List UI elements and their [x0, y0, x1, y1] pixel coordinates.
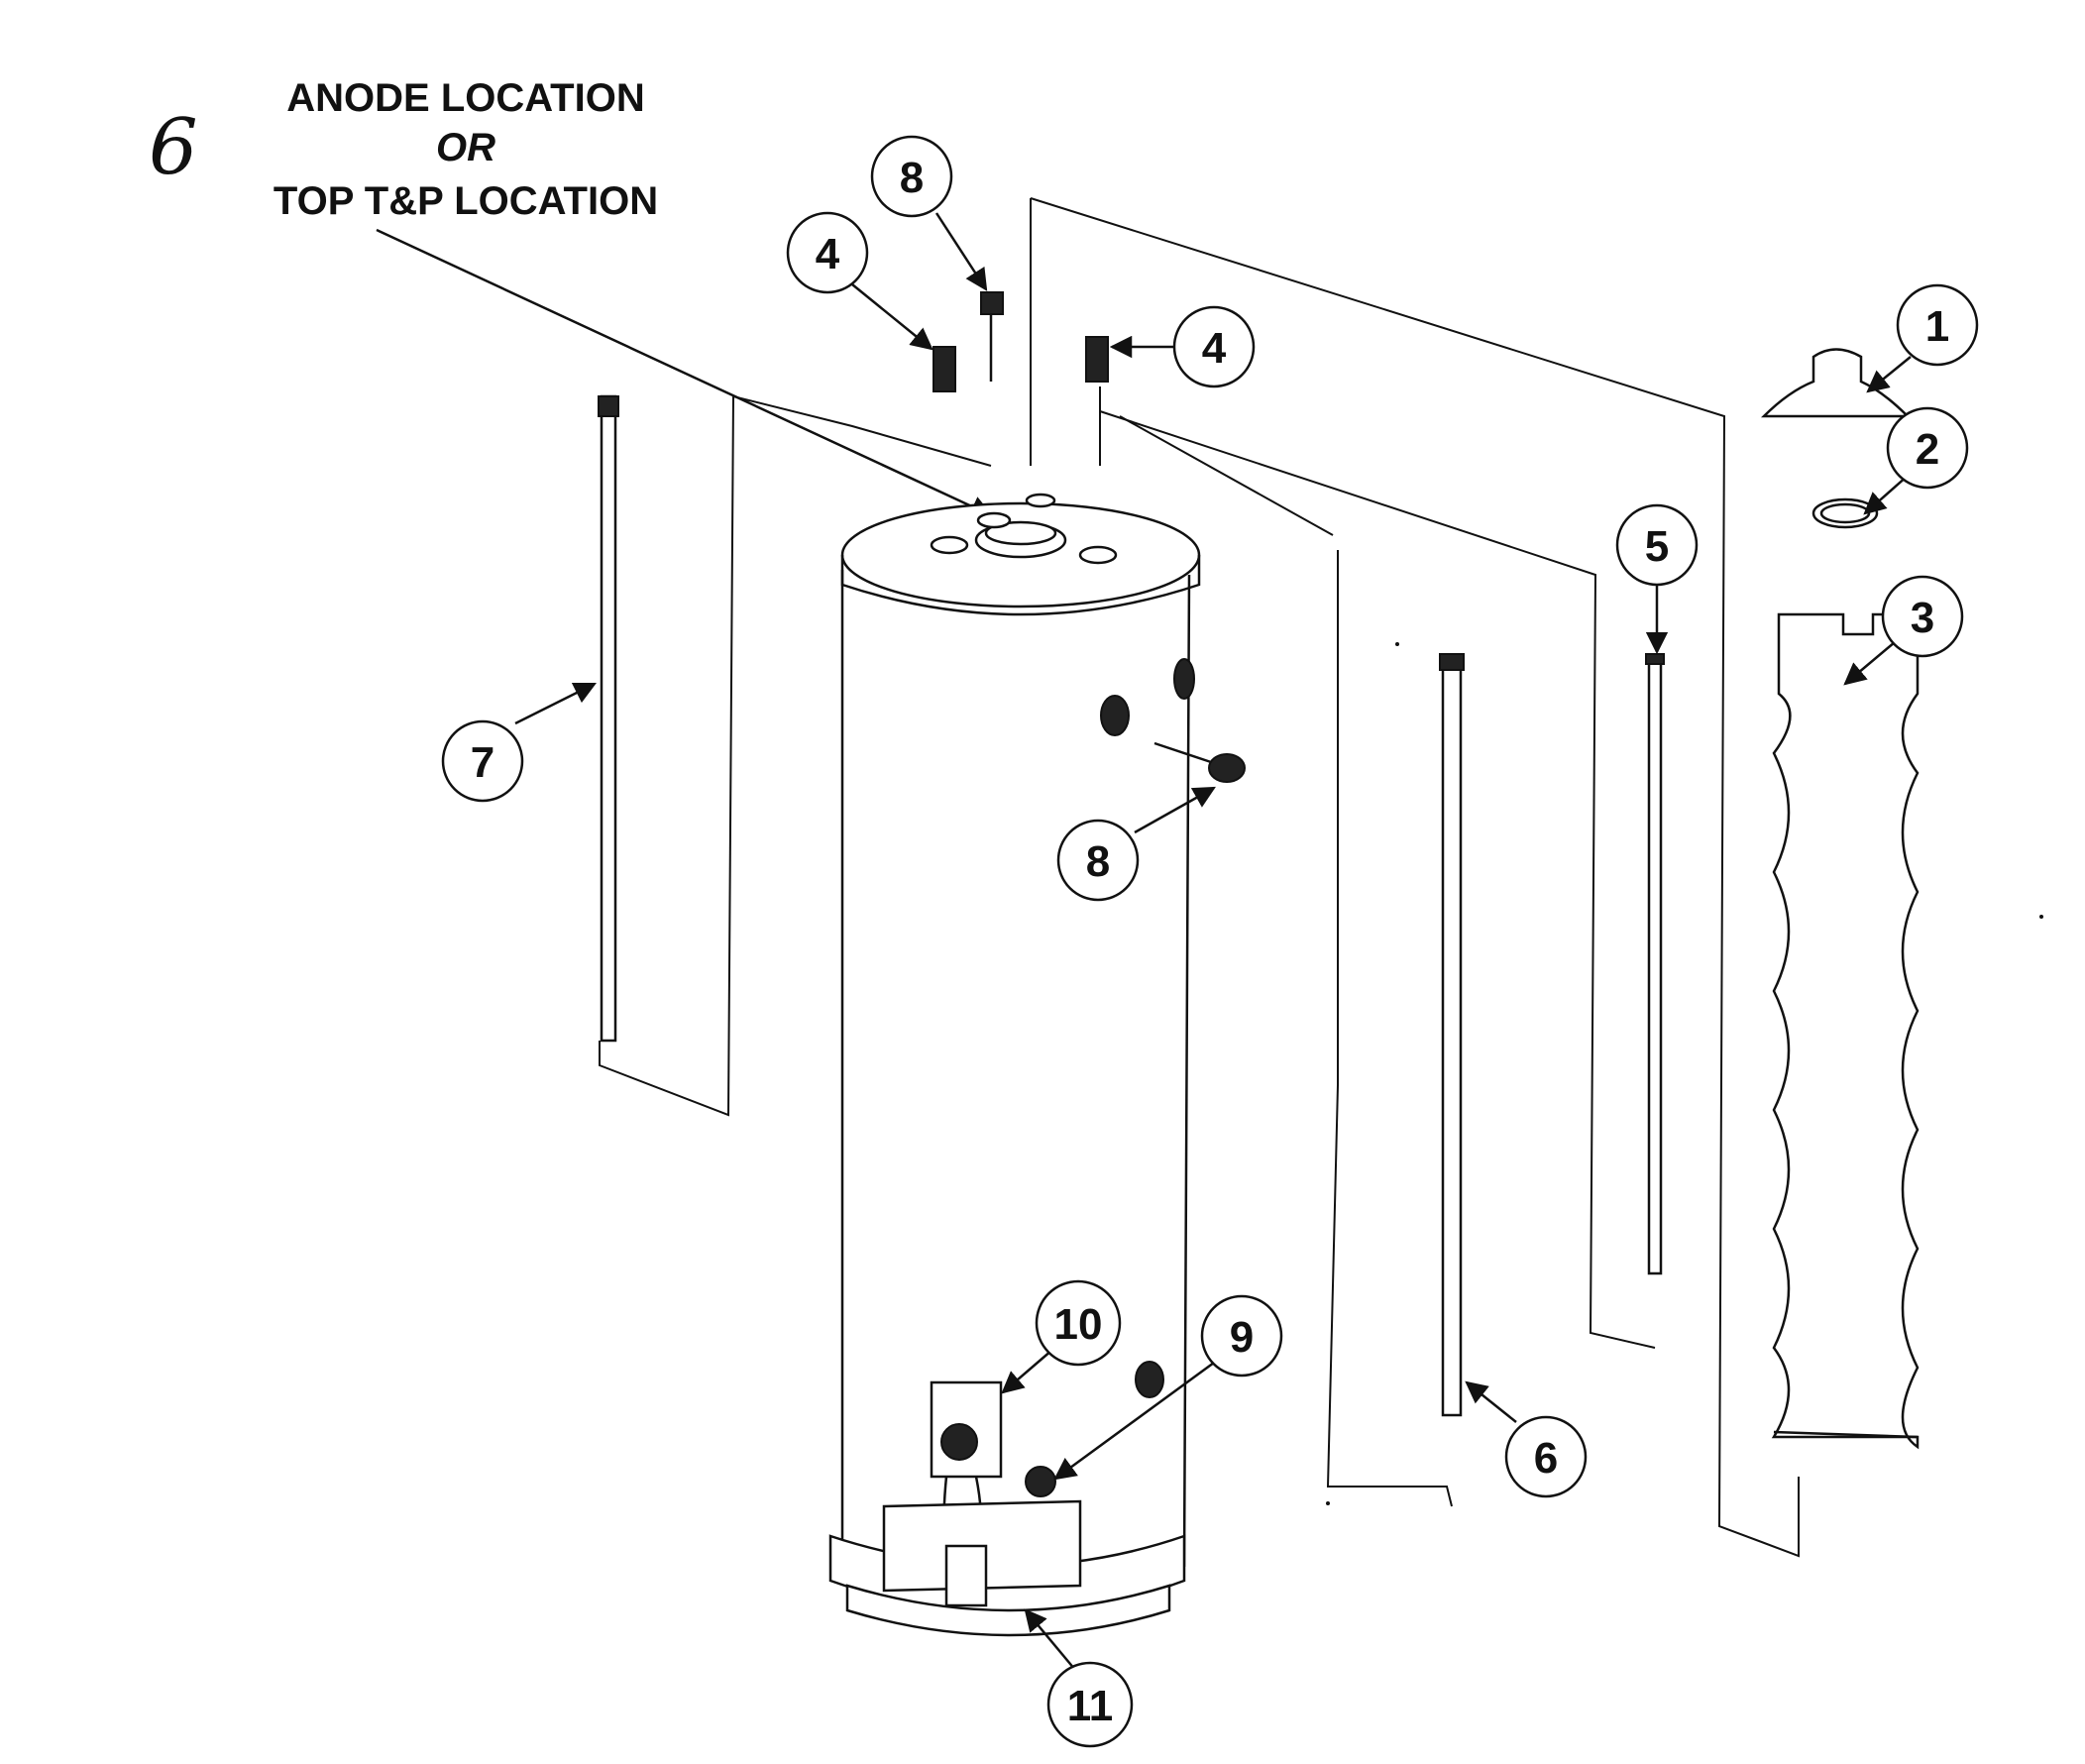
callout-5: 5: [1615, 503, 1699, 655]
callout-7: 7: [441, 682, 598, 803]
side-tp-probe: [1153, 741, 1215, 765]
control-knob: [940, 1423, 978, 1461]
callout-7-label: 7: [471, 738, 494, 787]
callout-11: 11: [1024, 1608, 1134, 1748]
note-line-1: ANODE LOCATION: [286, 76, 644, 120]
callout-3-bubble: [1881, 575, 1964, 658]
scan-dot: [1395, 642, 1399, 646]
note-callout-number: 6: [149, 103, 198, 192]
dip-tube-5-head: [1645, 653, 1665, 665]
tank-body: [840, 570, 1191, 1598]
anode-rod-6: [1441, 660, 1463, 1417]
callout-4-right-bubble: [1172, 305, 1256, 388]
flue-baffle-3: [1771, 612, 1920, 1450]
flue-collar-1: [1760, 348, 1912, 418]
callout-8-top-bubble: [870, 135, 953, 218]
callout-7-bubble: [441, 719, 524, 803]
callout-4-right: 4: [1109, 305, 1256, 388]
note-leader-line: [376, 228, 994, 517]
callout-3: 3: [1843, 575, 1964, 686]
guide-line-upper-left: [1119, 415, 1334, 536]
callout-9-leader: [1053, 1361, 1215, 1481]
callout-2-leader: [1863, 475, 1909, 515]
hot-outlet-port: [1078, 545, 1118, 565]
callout-4-left-bubble: [786, 211, 869, 294]
manifold-pipe: [944, 1544, 988, 1607]
callout-6-leader: [1465, 1380, 1517, 1423]
callout-10-label: 10: [1054, 1300, 1103, 1349]
tank-base-ring: [845, 1584, 1171, 1637]
side-fitting-edge: [1173, 658, 1195, 700]
anode-rod-6-head: [1439, 653, 1465, 671]
loose-parts: [598, 291, 1920, 1450]
callout-10-leader: [1001, 1349, 1053, 1394]
callout-2-label: 2: [1916, 425, 1939, 474]
drain-valve: [1025, 1466, 1056, 1497]
anode-port: [976, 511, 1012, 529]
callout-6-label: 6: [1534, 1434, 1558, 1483]
anode-rod-7-head: [598, 395, 619, 417]
callout-10-bubble: [1035, 1279, 1122, 1367]
callout-11-leader: [1024, 1608, 1076, 1671]
callout-9: 9: [1053, 1294, 1283, 1481]
callout-2: 2: [1863, 406, 1969, 515]
cold-inlet-port: [930, 535, 969, 555]
dip-tube-5: [1647, 657, 1663, 1275]
anode-rod-7: [600, 394, 617, 1043]
anode-location-note: 6 ANODE LOCATION OR TOP T&P LOCATION: [149, 76, 994, 517]
tank-top-rim: [840, 555, 1201, 616]
callout-9-bubble: [1200, 1294, 1283, 1378]
callout-11-label: 11: [1067, 1682, 1114, 1730]
callout-8-side-label: 8: [1086, 837, 1110, 886]
side-tp-valve-body: [1208, 753, 1246, 783]
callout-6: 6: [1465, 1380, 1588, 1498]
guide-line-flue-baffle: [1030, 197, 1800, 1558]
flue-baffle-3-bottom: [1773, 1430, 1919, 1439]
callout-1-label: 1: [1925, 302, 1949, 351]
guide-line-anode-left: [599, 394, 992, 1117]
callout-5-label: 5: [1645, 522, 1669, 571]
callout-11-bubble: [1046, 1661, 1134, 1748]
top-tp-port: [1025, 493, 1056, 508]
callout-4-left-leader: [851, 283, 933, 351]
side-fitting-upper: [1100, 695, 1130, 736]
callout-8-side-bubble: [1056, 819, 1140, 902]
note-line-3: TOP T&P LOCATION: [274, 179, 658, 223]
callout-1-leader: [1866, 356, 1912, 393]
callout-4-left: 4: [786, 211, 933, 351]
guide-line-anode-center: [1326, 550, 1453, 1507]
callout-8-side-leader: [1134, 786, 1216, 834]
flue-outlet-inner: [984, 520, 1057, 546]
callout-4-left-label: 4: [816, 230, 840, 278]
callout-3-label: 3: [1911, 594, 1934, 642]
side-fitting-lower: [1135, 1361, 1164, 1398]
callout-5-bubble: [1615, 503, 1699, 587]
callout-8-top-label: 8: [900, 154, 924, 202]
scan-dot: [2039, 915, 2043, 919]
callout-1: 1: [1866, 283, 1979, 393]
callout-10: 10: [1001, 1279, 1122, 1394]
callout-4-right-label: 4: [1202, 324, 1227, 373]
callout-6-bubble: [1504, 1415, 1588, 1498]
callout-8-top: 8: [870, 135, 988, 291]
note-line-2: OR: [436, 126, 495, 169]
water-heater-tank: [828, 493, 1246, 1637]
guide-line-dip-tube: [1099, 410, 1656, 1349]
heat-trap-nipple-left: [933, 346, 956, 392]
assembly-guide-lines: [599, 197, 1800, 1558]
callout-9-label: 9: [1230, 1313, 1254, 1362]
callout-2-bubble: [1886, 406, 1969, 490]
heat-trap-nipple-right: [1085, 336, 1109, 383]
callout-3-leader: [1843, 641, 1896, 686]
callout-8-side: 8: [1056, 786, 1216, 902]
callout-7-leader: [514, 682, 598, 725]
top-tp-valve: [980, 291, 1004, 315]
scan-dot: [1326, 1501, 1330, 1505]
callout-1-bubble: [1896, 283, 1979, 367]
callout-8-top-leader: [934, 212, 988, 291]
